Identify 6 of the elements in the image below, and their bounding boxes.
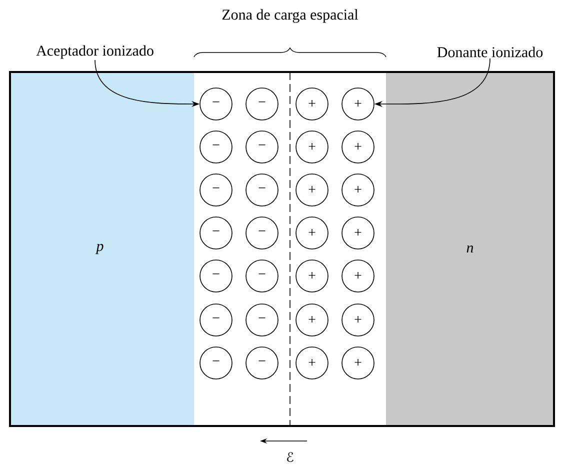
callout-text: Aceptador ionizado — [36, 45, 154, 59]
field-symbol: ℰ — [287, 452, 294, 462]
heading-label: Zona de carga espacial — [222, 9, 358, 23]
region-label: p — [95, 244, 104, 254]
callout-text: Donante ionizado — [437, 46, 543, 58]
region-label: n — [466, 245, 474, 253]
